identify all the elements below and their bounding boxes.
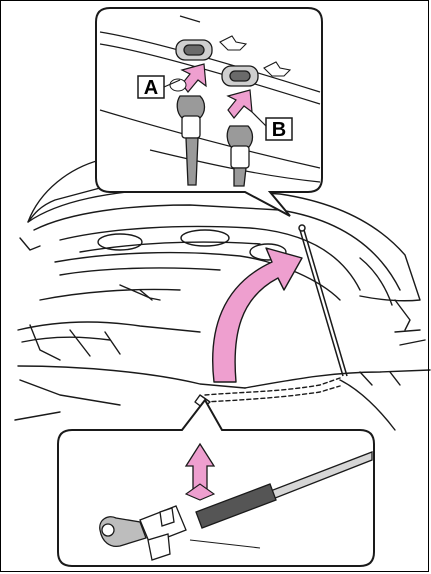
- hood-open-arrow: [213, 248, 302, 382]
- bottom-inset-callout: [58, 400, 374, 566]
- car-hood-illustration: [15, 160, 430, 430]
- washer-nozzle-a: [176, 40, 212, 60]
- label-b-text: B: [272, 119, 286, 141]
- washer-nozzle-b: [222, 66, 258, 86]
- top-inset-callout: A B: [96, 8, 322, 216]
- label-a-text: A: [144, 77, 158, 99]
